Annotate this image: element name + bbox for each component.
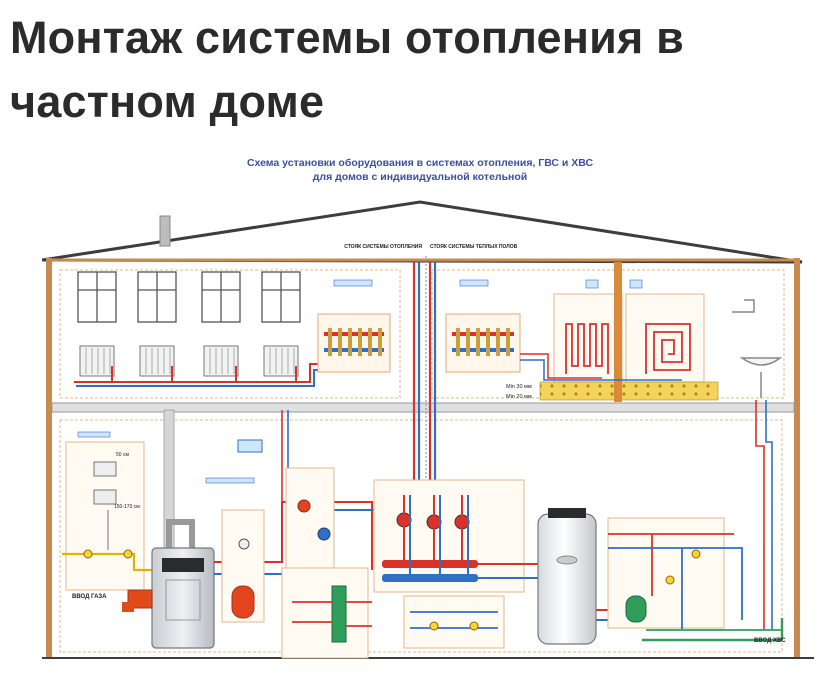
riser-heating-label: СТОЯК СИСТЕМЫ ОТОПЛЕНИЯ <box>344 244 422 250</box>
right-wall <box>794 258 800 658</box>
hydro-collector-cold <box>382 574 478 582</box>
cold-water-input-pipe <box>642 618 784 642</box>
upper-left-room <box>59 269 401 399</box>
min30-label: Min 30 мм <box>506 384 532 390</box>
warm-floor-coil-2 <box>645 323 691 374</box>
dim-150-label: 150-170 см <box>114 504 140 510</box>
riser-floor-label: СТОЯК СИСТЕМЫ ТЕПЛЫХ ПОЛОВ <box>430 244 518 250</box>
hydro-collector-hot <box>382 560 478 568</box>
hydraulic-separator <box>331 585 347 643</box>
distribution-frame <box>373 479 525 593</box>
diagram-title-line1: Схема установки оборудования в системах … <box>247 157 594 169</box>
windows <box>77 271 301 323</box>
water-input-label: ВВОД ХВС <box>754 638 786 644</box>
expansion-tank-heating <box>231 585 255 619</box>
min20-label: Min 20 мм <box>506 394 532 400</box>
risers <box>412 262 437 495</box>
diagram-title-line2: для домов с индивидуальной котельной <box>313 171 528 183</box>
roof <box>42 200 803 264</box>
expansion-tank-dhw <box>625 595 647 623</box>
floor-slab <box>51 402 795 413</box>
wash-basin <box>732 299 783 398</box>
boiler-room <box>59 419 783 653</box>
warm-floor-panel-1 <box>553 293 623 383</box>
left-wall <box>46 258 52 658</box>
indirect-water-heater <box>537 513 597 645</box>
dim-50-label: 50 см <box>116 452 129 458</box>
page-title: Монтаж системы отопления в частном доме <box>10 12 685 127</box>
gas-pipe <box>62 552 160 572</box>
floor-insulation <box>539 381 719 401</box>
heating-system-diagram: Схема установки оборудования в системах … <box>42 157 814 659</box>
chimney <box>159 215 171 247</box>
component-boxes <box>77 279 643 484</box>
warm-floor-panel-2 <box>625 293 705 383</box>
gas-input-label: ВВОД ГАЗА <box>72 594 107 600</box>
warm-floor-coil-1 <box>565 323 609 374</box>
